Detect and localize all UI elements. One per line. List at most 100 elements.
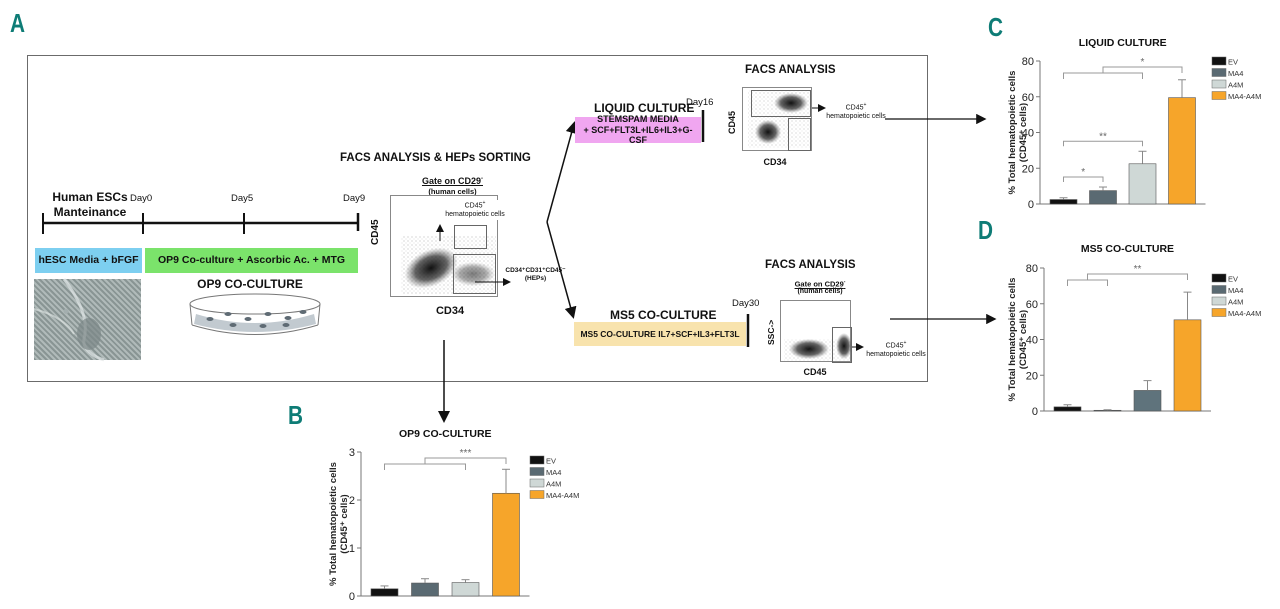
cell-colony-texture bbox=[33, 278, 105, 362]
ms5-scatter-dots bbox=[784, 333, 852, 361]
sorting-gate-sup: - bbox=[481, 176, 483, 182]
sorting-gate-heps bbox=[453, 254, 496, 294]
day5-label: Day5 bbox=[231, 193, 254, 204]
heps-label-line1: CD34⁺CD31⁺CD45⁻ bbox=[505, 267, 566, 274]
significance-bracket bbox=[1067, 279, 1108, 286]
hesc-media-bar: hESC Media + bFGF bbox=[35, 248, 142, 273]
significance-star: ** bbox=[1134, 264, 1142, 275]
liquid-media-bar: STEMSPAM MEDIA + SCF+FLT3L+IL6+IL3+G-CSF bbox=[575, 113, 701, 145]
y-axis-label: % Total hematopoietic cells bbox=[328, 462, 339, 586]
bar-ma4-a4m bbox=[1168, 97, 1196, 205]
legend-swatch bbox=[1211, 91, 1227, 100]
legend-swatch bbox=[1211, 68, 1227, 77]
legend-swatch bbox=[529, 467, 545, 476]
ms5-day-label: Day30 bbox=[732, 298, 760, 309]
significance-bracket bbox=[1063, 140, 1143, 147]
sorting-gate-line1: Gate on CD29 bbox=[421, 176, 481, 186]
significance-bracket bbox=[1087, 273, 1188, 280]
legend-label: A4M bbox=[1228, 298, 1243, 307]
petri-dish-icon bbox=[189, 293, 321, 335]
liquid-facs-title: FACS ANALYSIS bbox=[745, 64, 836, 76]
liquid-media-line1: STEMSPAM MEDIA bbox=[597, 113, 679, 124]
heps-label-line2: (HEPs) bbox=[524, 275, 547, 283]
ms5-gate-sup: - bbox=[843, 279, 846, 285]
heps-gate-label: CD34⁺CD31⁺CD45⁻ (HEPs) bbox=[498, 267, 573, 284]
sorting-cd45-label-sup: + bbox=[482, 200, 486, 206]
bar-a4m bbox=[1128, 163, 1157, 205]
y-tick-label: 0 bbox=[349, 591, 355, 603]
hesc-micrograph bbox=[33, 278, 141, 362]
arrow-to-liquid-culture bbox=[546, 121, 578, 223]
liquid-gate-label-line1: CD45 bbox=[845, 104, 864, 112]
ms5-gate-cd45 bbox=[832, 327, 852, 363]
liquid-media-line2: + SCF+FLT3L+IL6+IL3+G-CSF bbox=[583, 124, 693, 146]
chart-title: LIQUID CULTURE bbox=[1079, 37, 1167, 49]
ms5-coculture-title: MS5 CO-CULTURE bbox=[610, 308, 717, 322]
y-tick-label: 80 bbox=[1022, 56, 1034, 68]
bar-a4m bbox=[1133, 390, 1162, 412]
legend-swatch bbox=[529, 455, 545, 465]
y-tick-label: 40 bbox=[1026, 335, 1038, 347]
y-tick-label: 40 bbox=[1022, 128, 1034, 140]
panel-label-a: A bbox=[10, 8, 26, 38]
y-axis-label: % Total hematopoietic cells bbox=[1007, 278, 1018, 402]
ms5-gate-label-text: CD45+ hematopoietic cells bbox=[862, 340, 930, 360]
legend-label: MA4-A4M bbox=[1228, 92, 1261, 101]
ms5-gate-label-sup: + bbox=[903, 340, 907, 346]
liquid-gate-cd34 bbox=[788, 118, 811, 151]
legend-swatch bbox=[1211, 296, 1227, 306]
bar-ma4 bbox=[1093, 409, 1122, 412]
sorting-title: FACS ANALYSIS & HEPs SORTING bbox=[340, 152, 531, 164]
legend-label: MA4 bbox=[1228, 69, 1243, 78]
ms5-media-bar: MS5 CO-CULTURE IL7+SCF+IL3+FLT3L bbox=[574, 322, 746, 346]
liquid-gate-label-line2: hematopoietic cells bbox=[826, 113, 886, 121]
liquid-day-label: Day16 bbox=[686, 97, 714, 108]
sorting-gate-label: Gate on CD29- bbox=[400, 176, 505, 186]
significance-bracket bbox=[424, 457, 507, 464]
y-axis-label-sub: (CD45⁺ cells) bbox=[339, 494, 350, 553]
ms5-x-axis-label: CD45 bbox=[803, 367, 827, 377]
liquid-scatter-plot bbox=[742, 87, 812, 151]
sorting-x-axis-label: CD34 bbox=[435, 305, 465, 317]
liquid-x-axis-label: CD34 bbox=[763, 157, 787, 167]
legend-label: A4M bbox=[546, 480, 561, 489]
bar-ma4-a4m bbox=[492, 492, 520, 597]
ms5-gate-line1: Gate on CD29 bbox=[794, 279, 844, 289]
legend-label: EV bbox=[1228, 58, 1238, 67]
liquid-scatter-dots bbox=[748, 90, 811, 148]
ms5-gate-label: Gate on CD29- bbox=[775, 279, 865, 289]
legend-label: A4M bbox=[1228, 81, 1243, 90]
y-tick-label: 2 bbox=[349, 495, 355, 507]
significance-star: *** bbox=[460, 448, 472, 459]
y-tick-label: 80 bbox=[1026, 263, 1038, 275]
significance-star: * bbox=[1141, 57, 1145, 68]
stage-title: Human ESCs Manteinance bbox=[45, 190, 135, 220]
panel-label-b: B bbox=[288, 400, 304, 430]
day9-label: Day9 bbox=[343, 193, 366, 204]
liquid-gate-cd45 bbox=[751, 90, 811, 117]
legend-swatch bbox=[1211, 308, 1227, 317]
legend-label: MA4-A4M bbox=[1228, 309, 1261, 318]
stage-title-line1: Human ESCs bbox=[52, 190, 128, 204]
ms5-facs-title: FACS ANALYSIS bbox=[765, 259, 856, 271]
legend-label: MA4 bbox=[546, 468, 561, 477]
y-tick-label: 60 bbox=[1026, 299, 1038, 311]
liquid-culture-title: LIQUID CULTURE bbox=[594, 101, 695, 115]
panel-a-frame bbox=[27, 55, 928, 382]
liquid-gate-label-sup: + bbox=[863, 102, 867, 108]
sorting-scatter-dots bbox=[401, 236, 496, 294]
legend-swatch bbox=[529, 490, 545, 499]
y-axis-label-sub: (CD45⁺ cells) bbox=[1018, 310, 1029, 369]
y-tick-label: 20 bbox=[1026, 370, 1038, 382]
sorting-gate-sublabel: (human cells) bbox=[428, 187, 477, 196]
legend-swatch bbox=[1211, 79, 1227, 89]
y-tick-label: 60 bbox=[1022, 92, 1034, 104]
y-axis-label: % Total hematopoietic cells bbox=[1007, 71, 1018, 195]
y-tick-label: 1 bbox=[349, 543, 355, 555]
significance-bracket bbox=[1063, 176, 1104, 183]
arrow-to-ms5-coculture bbox=[546, 221, 577, 319]
